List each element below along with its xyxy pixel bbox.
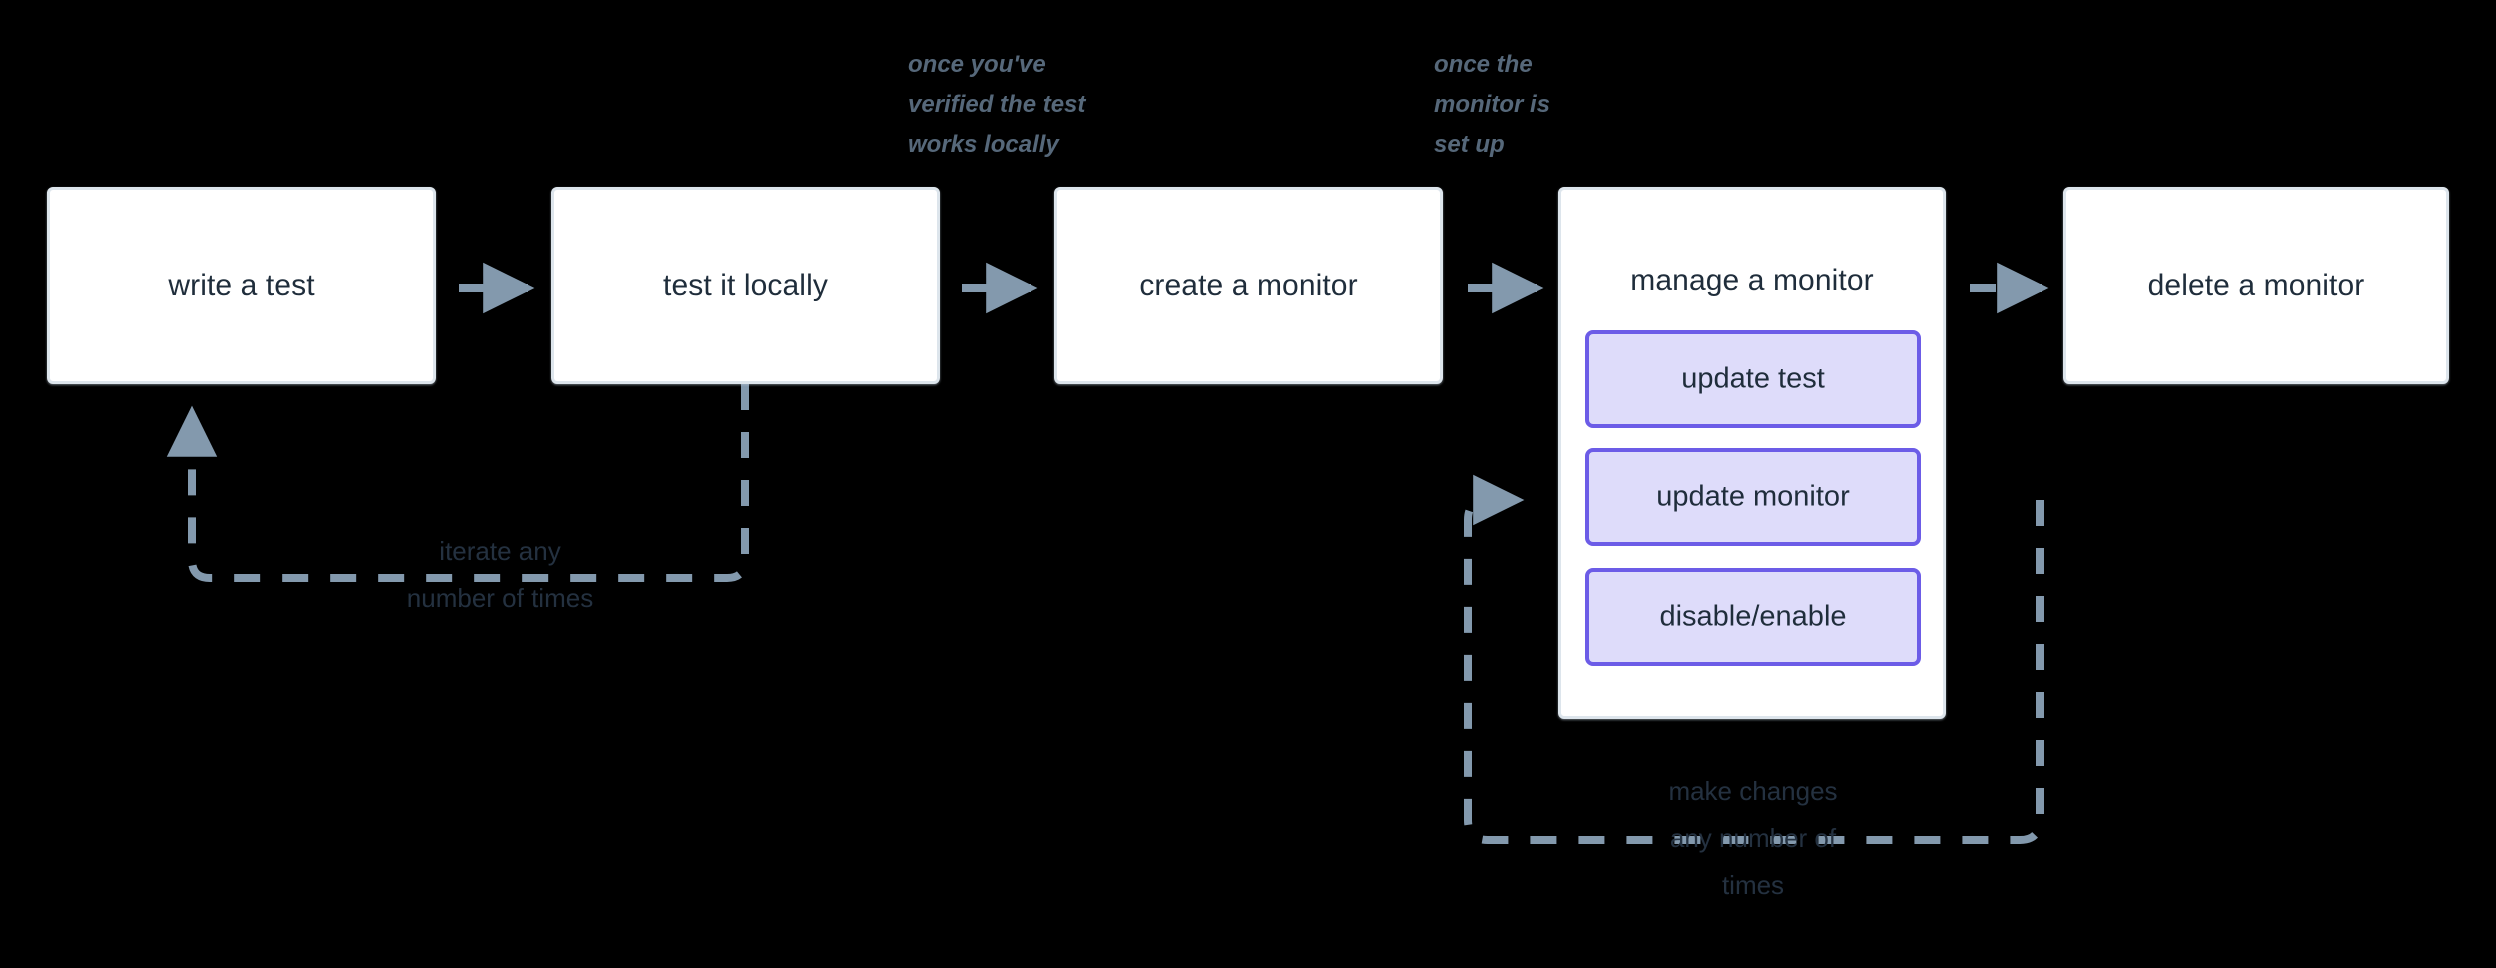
subnode-update-monitor[interactable]: update monitor [1585, 448, 1921, 546]
node-write-a-test[interactable]: write a test [47, 187, 436, 384]
node-test-it-locally-label: test it locally [663, 268, 828, 302]
node-manage-a-monitor-label: manage a monitor [1630, 264, 1874, 297]
subnode-update-monitor-label: update monitor [1656, 480, 1850, 513]
loop-note-iterate: iterate any number of times [406, 536, 594, 613]
node-create-a-monitor[interactable]: create a monitor [1054, 187, 1443, 384]
subnode-disable-enable[interactable]: disable/enable [1585, 568, 1921, 666]
subnode-update-test-label: update test [1681, 362, 1825, 395]
subnode-disable-enable-label: disable/enable [1659, 600, 1847, 633]
node-delete-a-monitor-label: delete a monitor [2147, 268, 2365, 302]
edge-note-verified: once you've verified the test works loca… [908, 51, 1086, 158]
loop-note-make-changes: make changes any number of times [1668, 776, 1838, 900]
edge-note-setup: once the monitor is set up [1434, 51, 1551, 158]
subnode-update-test[interactable]: update test [1585, 330, 1921, 428]
node-write-a-test-label: write a test [168, 268, 315, 302]
node-test-it-locally[interactable]: test it locally [551, 187, 940, 384]
node-delete-a-monitor[interactable]: delete a monitor [2063, 187, 2449, 384]
node-manage-a-monitor[interactable]: manage a monitor update test update moni… [1558, 187, 1946, 719]
node-create-a-monitor-label: create a monitor [1139, 268, 1358, 302]
connector-iterate-loop [166, 384, 749, 582]
